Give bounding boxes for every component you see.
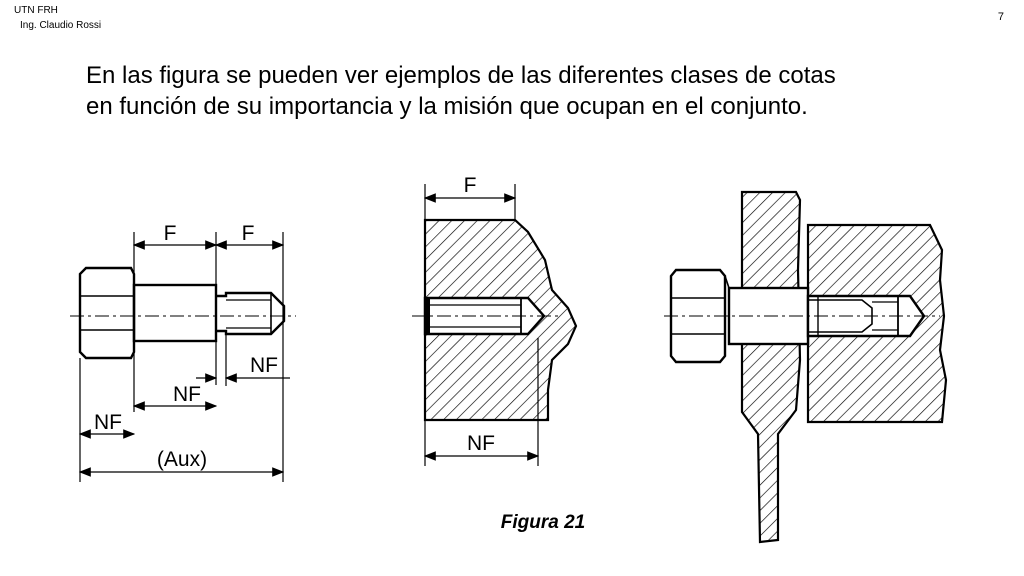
dim-label-nf-mid: NF [173, 383, 201, 406]
dimension-figure: F F NF NF NF (Aux) F NF [70, 174, 948, 544]
title-line-2: en función de su importancia y la misión… [86, 93, 808, 120]
threaded-hole-drawing [412, 184, 578, 466]
dim-label-nf-left: NF [94, 411, 122, 434]
dim-label-aux: (Aux) [157, 448, 207, 471]
dim-label-f-middle: F [464, 174, 477, 197]
slide-title: En las figura se pueden ver ejemplos de … [86, 60, 946, 122]
dim-label-nf-middle: NF [467, 432, 495, 455]
bolt-drawing [70, 266, 296, 360]
dim-label-f1: F [164, 222, 177, 245]
page-number: 7 [997, 11, 1004, 23]
bolt-dimension-lines [78, 232, 290, 482]
dim-label-f2: F [242, 222, 255, 245]
dim-label-nf-right: NF [250, 354, 278, 377]
header-institution: UTN FRH [14, 5, 58, 16]
title-line-1: En las figura se pueden ver ejemplos de … [86, 62, 836, 89]
header-author-name: Ing. Claudio Rossi [20, 20, 102, 31]
figure-caption: Figura 21 [501, 512, 585, 533]
assembly-drawing [664, 190, 948, 544]
